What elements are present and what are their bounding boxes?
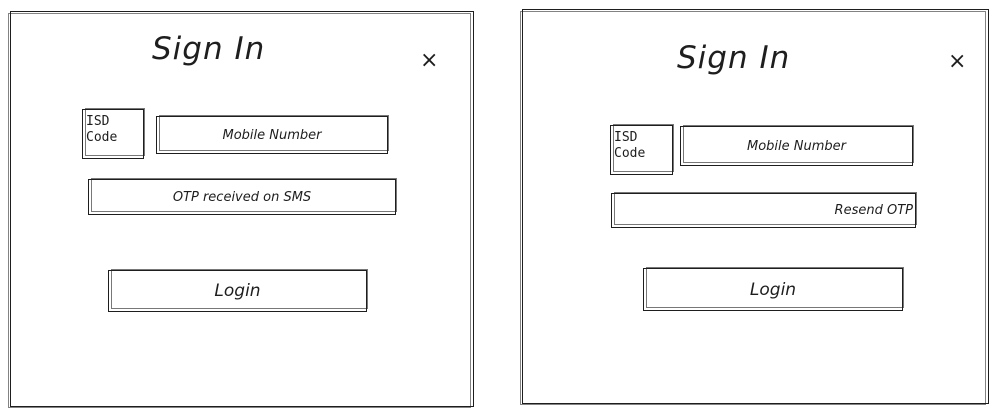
otp-placeholder: OTP received on SMS xyxy=(172,189,312,205)
isd-code-label-line1: ISD xyxy=(86,114,110,129)
resend-otp-field[interactable]: Resend OTP xyxy=(611,192,917,228)
sign-in-dialog-resend: Sign In × ISD Code Mobile Number Resend … xyxy=(520,9,989,405)
close-icon[interactable]: × xyxy=(948,49,967,74)
isd-code-label-line2: Code xyxy=(614,146,646,161)
resend-otp-label[interactable]: Resend OTP xyxy=(834,203,913,218)
sign-in-dialog-otp: Sign In × ISD Code Mobile Number OTP rec… xyxy=(8,11,474,408)
mobile-number-input[interactable]: Mobile Number xyxy=(156,115,389,154)
isd-code-field[interactable]: ISD Code xyxy=(82,108,145,159)
otp-input[interactable]: OTP received on SMS xyxy=(88,178,397,215)
login-button-label: Login xyxy=(749,279,797,300)
login-button[interactable]: Login xyxy=(108,269,368,312)
dialog-title: Sign In xyxy=(677,40,791,76)
mobile-number-placeholder: Mobile Number xyxy=(747,138,846,154)
dialog-title: Sign In xyxy=(152,31,266,67)
login-button-label: Login xyxy=(214,281,261,301)
login-button[interactable]: Login xyxy=(643,267,904,311)
isd-code-label-line2: Code xyxy=(86,130,118,145)
close-icon[interactable]: × xyxy=(420,48,439,73)
isd-code-field[interactable]: ISD Code xyxy=(610,124,674,175)
mobile-number-placeholder: Mobile Number xyxy=(222,127,322,143)
isd-code-label-line1: ISD xyxy=(614,130,638,145)
mobile-number-input[interactable]: Mobile Number xyxy=(680,125,914,166)
